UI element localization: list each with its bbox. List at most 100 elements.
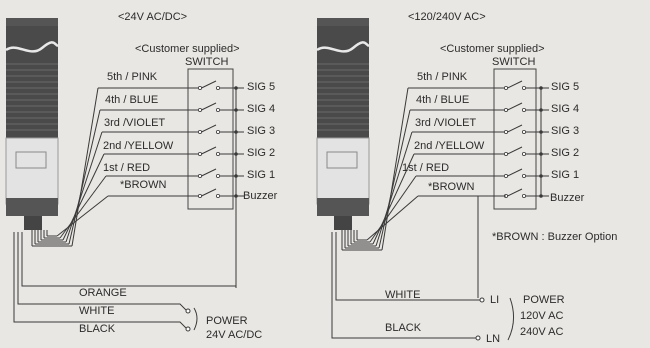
right-tower-mount [317, 198, 369, 216]
switch-contact-contact [522, 193, 527, 198]
switch-contact-contact [197, 151, 202, 156]
right-signal-label: SIG 2 [551, 147, 579, 159]
left-wire-label: 5th / PINK [107, 71, 158, 83]
right-signal-label: SIG 3 [551, 125, 579, 137]
right-tower-stripes [317, 63, 369, 131]
right-tower-label-window [326, 151, 358, 169]
power-brace [193, 307, 198, 331]
wire-run [68, 109, 101, 245]
left-power-label: POWER [206, 315, 248, 327]
right-wire-label: 5th / PINK [417, 71, 468, 83]
left-tower-base [5, 137, 59, 205]
switch-contact-contact [215, 108, 220, 113]
switch-contact-contact [215, 129, 220, 134]
left-tower-cap [6, 18, 58, 26]
left-signal-label: Buzzer [243, 190, 278, 202]
left-signal-label: SIG 2 [247, 147, 275, 159]
right-customer-supplied-label: <Customer supplied> [440, 43, 545, 55]
black-terminal [185, 326, 191, 332]
right-wires [331, 80, 549, 341]
right-signal-label: SIG 4 [551, 103, 579, 115]
left-switch-box [187, 68, 234, 210]
switch-contact-contact [215, 173, 220, 178]
left-panel: <24V AC/DC> <Customer supplied> SWITCH [5, 11, 278, 341]
switch-contact-contact [503, 129, 508, 134]
left-orange-label: ORANGE [79, 287, 127, 299]
left-power-voltage: 24V AC/DC [206, 329, 262, 341]
switch-contact-blade [507, 168, 523, 177]
left-switch-label: SWITCH [185, 56, 228, 68]
switch-contact-contact [197, 129, 202, 134]
orange-wire [21, 232, 236, 287]
right-switch-box [493, 68, 537, 210]
switch-contact-blade [201, 168, 217, 177]
right-tower-break-mark [316, 41, 370, 53]
left-tower-label-window [15, 151, 47, 169]
right-switch-label: SWITCH [492, 56, 535, 68]
left-wire-label: 4th / BLUE [105, 94, 158, 106]
right-wire-label: 3rd /VIOLET [415, 117, 476, 129]
right-wire-label: 2nd /YELLOW [414, 140, 485, 152]
wire-run [65, 131, 103, 243]
switch-contact-contact [215, 86, 220, 91]
switch-contact-blade [507, 102, 523, 111]
wire-run [56, 195, 109, 237]
switch-contact-contact [522, 129, 527, 134]
left-tower-cable-gland [24, 216, 42, 230]
left-customer-supplied-label: <Customer supplied> [135, 43, 240, 55]
switch-contact-contact [522, 151, 527, 156]
white-terminal [185, 308, 191, 314]
switch-contact-contact [503, 108, 508, 113]
li-terminal [479, 297, 485, 303]
right-signal-label: Buzzer [550, 192, 585, 204]
switch-contact-blade [201, 80, 217, 89]
switch-contact-blade [507, 124, 523, 133]
left-signal-label: SIG 5 [247, 81, 275, 93]
switch-contact-contact [503, 151, 508, 156]
right-white-label: WHITE [385, 289, 420, 301]
switch-contact-contact [522, 173, 527, 178]
left-wire-label: 3rd /VIOLET [104, 117, 165, 129]
switch-contact-contact [197, 173, 202, 178]
left-black-label: BLACK [79, 323, 116, 335]
switch-contact-blade [201, 146, 217, 155]
switch-contact-blade [201, 124, 217, 133]
right-tower-cable-gland [334, 216, 352, 230]
left-signal-tower [5, 18, 59, 230]
switch-contact-contact [197, 108, 202, 113]
right-wire-label: *BROWN [428, 181, 475, 193]
right-tower-base [316, 137, 370, 205]
wire-run [71, 87, 99, 247]
right-wire-label: 1st / RED [402, 162, 449, 174]
switch-contact-contact [503, 173, 508, 178]
right-panel: <120/240V AC> <Customer supplied> SWITCH [316, 11, 617, 345]
switch-contact-contact [503, 86, 508, 91]
switch-contact-contact [197, 86, 202, 91]
switch-contact-contact [522, 86, 527, 91]
left-signal-label: SIG 3 [247, 125, 275, 137]
right-power-120: 120V AC [520, 310, 563, 322]
right-buzzer-note: *BROWN : Buzzer Option [492, 231, 617, 243]
right-wire-label: 4th / BLUE [416, 94, 469, 106]
left-wire-label: *BROWN [120, 179, 167, 191]
power-brace [507, 297, 514, 341]
right-black-label: BLACK [385, 322, 422, 334]
left-wires [13, 80, 244, 332]
switch-contact-contact [215, 193, 220, 198]
right-power-label: POWER [523, 294, 565, 306]
switch-contact-blade [507, 80, 523, 89]
left-tower-break-mark [5, 41, 59, 53]
ln-terminal [475, 335, 481, 341]
right-signal-label: SIG 1 [551, 169, 579, 181]
white-wire [335, 232, 480, 301]
wire-run [378, 109, 411, 249]
switch-contact-blade [201, 102, 217, 111]
left-white-label: WHITE [79, 305, 114, 317]
switch-contact-blade [201, 188, 217, 197]
left-voltage-title: <24V AC/DC> [118, 11, 187, 23]
right-tower-cap [317, 18, 369, 26]
right-li-label: LI [490, 294, 499, 306]
left-wire-label: 2nd /YELLOW [103, 140, 174, 152]
left-tower-stripes [6, 63, 58, 131]
